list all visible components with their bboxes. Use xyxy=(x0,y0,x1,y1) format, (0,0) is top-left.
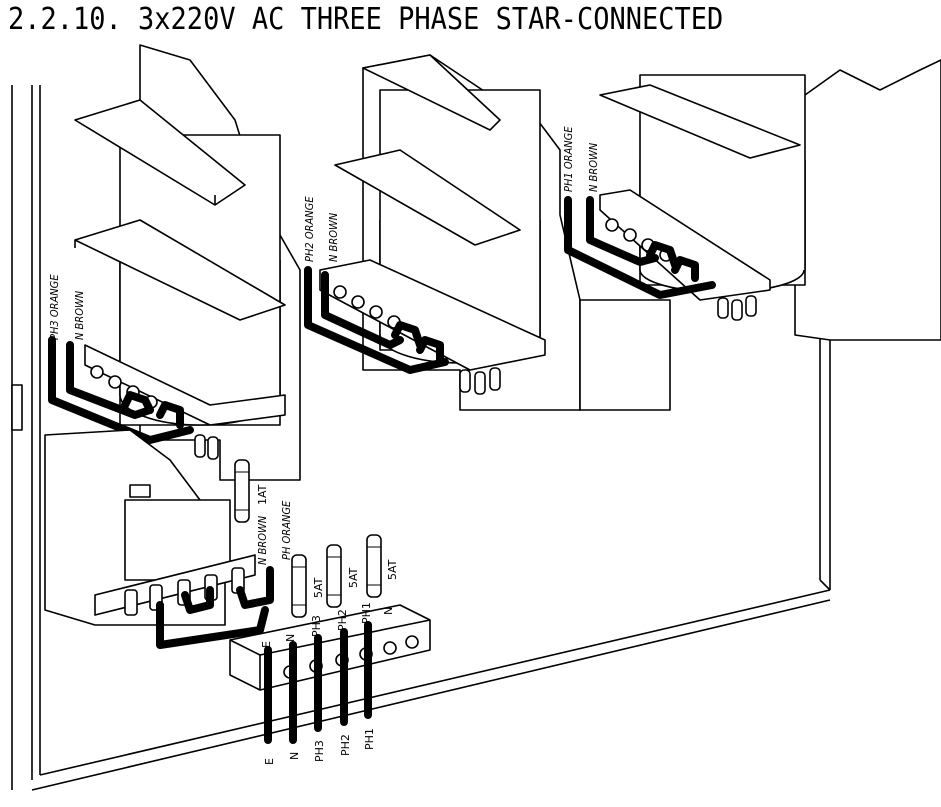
small-transformer xyxy=(44,429,274,649)
fuse-5at-c xyxy=(366,534,382,598)
fuse-5at-a-rating: 5AT xyxy=(312,577,325,598)
wire-label-e: E xyxy=(263,758,276,765)
small-neutral-label: N BROWN xyxy=(256,515,269,565)
fuse-5at-b-rating: 5AT xyxy=(347,567,360,588)
tb-top-n: N xyxy=(284,634,297,642)
tb-top-e: E xyxy=(260,641,273,648)
small-phase-label: PH ORANGE xyxy=(280,500,293,560)
tb-top-ph3: PH3 xyxy=(310,615,323,637)
transformer-ph1 xyxy=(564,74,806,411)
tb-top-ph2: PH2 xyxy=(336,609,349,631)
wire-label-ph1: PH1 xyxy=(363,728,376,750)
ph3-phase-label: PH3 ORANGE xyxy=(48,274,61,340)
page-title: 2.2.10. 3x220V AC THREE PHASE STAR-CONNE… xyxy=(8,2,724,37)
wire-label-n: N xyxy=(288,752,301,760)
wall-panel-right xyxy=(794,59,941,341)
fuse-1at xyxy=(234,459,250,523)
transformer-ph2 xyxy=(304,54,581,411)
wire-label-ph3: PH3 xyxy=(313,740,326,762)
fuse-5at-a xyxy=(291,554,307,618)
fuse-1at-rating: 1AT xyxy=(256,484,269,505)
fuse-5at-c-rating: 5AT xyxy=(386,559,399,580)
ph2-phase-label: PH2 ORANGE xyxy=(303,196,316,262)
cabinet-outline xyxy=(11,85,831,791)
transformer-ph3 xyxy=(48,44,301,481)
wire-label-ph2: PH2 xyxy=(339,734,352,756)
ph2-neutral-label: N BROWN xyxy=(327,212,340,262)
ph1-neutral-label: N BROWN xyxy=(587,142,600,192)
fuse-5at-b xyxy=(326,544,342,608)
terminal-block xyxy=(229,604,431,744)
tb-top-ph1: PH1 xyxy=(360,602,373,624)
ph3-neutral-label: N BROWN xyxy=(73,290,86,340)
ph1-phase-label: PH1 ORANGE xyxy=(562,126,575,192)
tb-top-n2: N xyxy=(382,607,395,615)
